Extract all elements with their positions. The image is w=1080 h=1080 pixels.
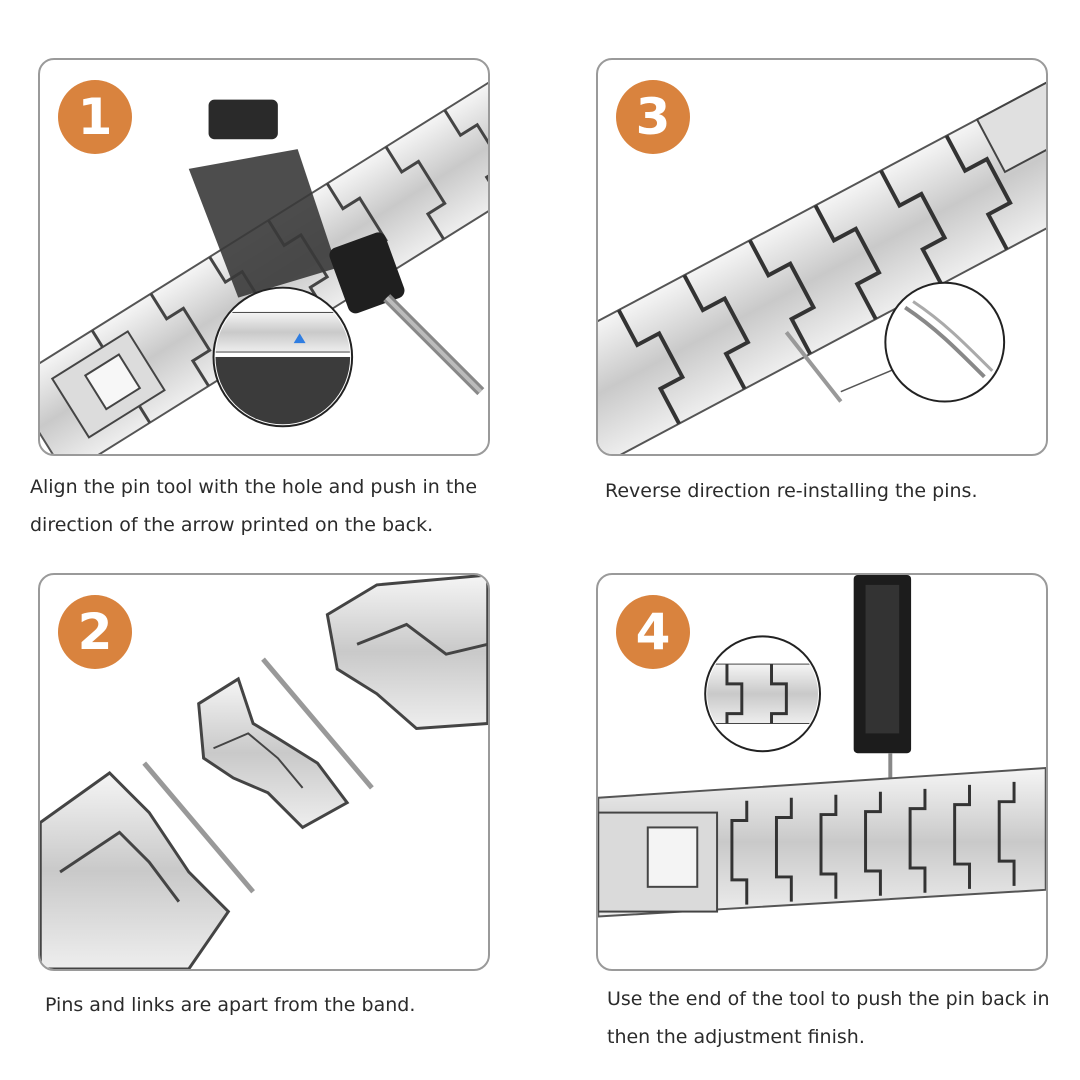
- step-1-panel: 1: [38, 58, 490, 456]
- step-2-panel: 2: [38, 573, 490, 971]
- pin-tool: [853, 575, 912, 778]
- band-section-left: [40, 771, 231, 969]
- step-4-caption: Use the end of the tool to push the pin …: [607, 988, 1050, 1048]
- step-4-panel: 4: [596, 573, 1048, 971]
- pin-right: [261, 657, 374, 790]
- band-section-right: [325, 575, 488, 730]
- step-1-caption: Align the pin tool with the hole and pus…: [30, 476, 478, 536]
- magnifier-inset: [884, 281, 1006, 403]
- magnifier-inset: [704, 635, 822, 753]
- magnifier-inset: [212, 286, 354, 428]
- arrow-icon: [293, 333, 306, 344]
- arrow-icon: [349, 313, 351, 324]
- pin-left: [142, 761, 255, 894]
- loose-link: [197, 676, 350, 830]
- step-1-illustration: [40, 60, 488, 454]
- step-2-illustration: [40, 575, 488, 969]
- step-4-illustration: [598, 575, 1046, 918]
- pin-tool: [188, 99, 485, 396]
- step-2-caption: Pins and links are apart from the band.: [45, 994, 416, 1016]
- step-number-badge: 3: [616, 80, 690, 154]
- step-number-badge: 1: [58, 80, 132, 154]
- watch-band: [598, 767, 1046, 918]
- step-3-illustration: [598, 60, 1046, 454]
- watch-band: [598, 60, 1046, 454]
- step-3-caption: Reverse direction re-installing the pins…: [605, 480, 978, 502]
- step-3-panel: 3: [596, 58, 1048, 456]
- step-number-badge: 4: [616, 595, 690, 669]
- step-number-badge: 2: [58, 595, 132, 669]
